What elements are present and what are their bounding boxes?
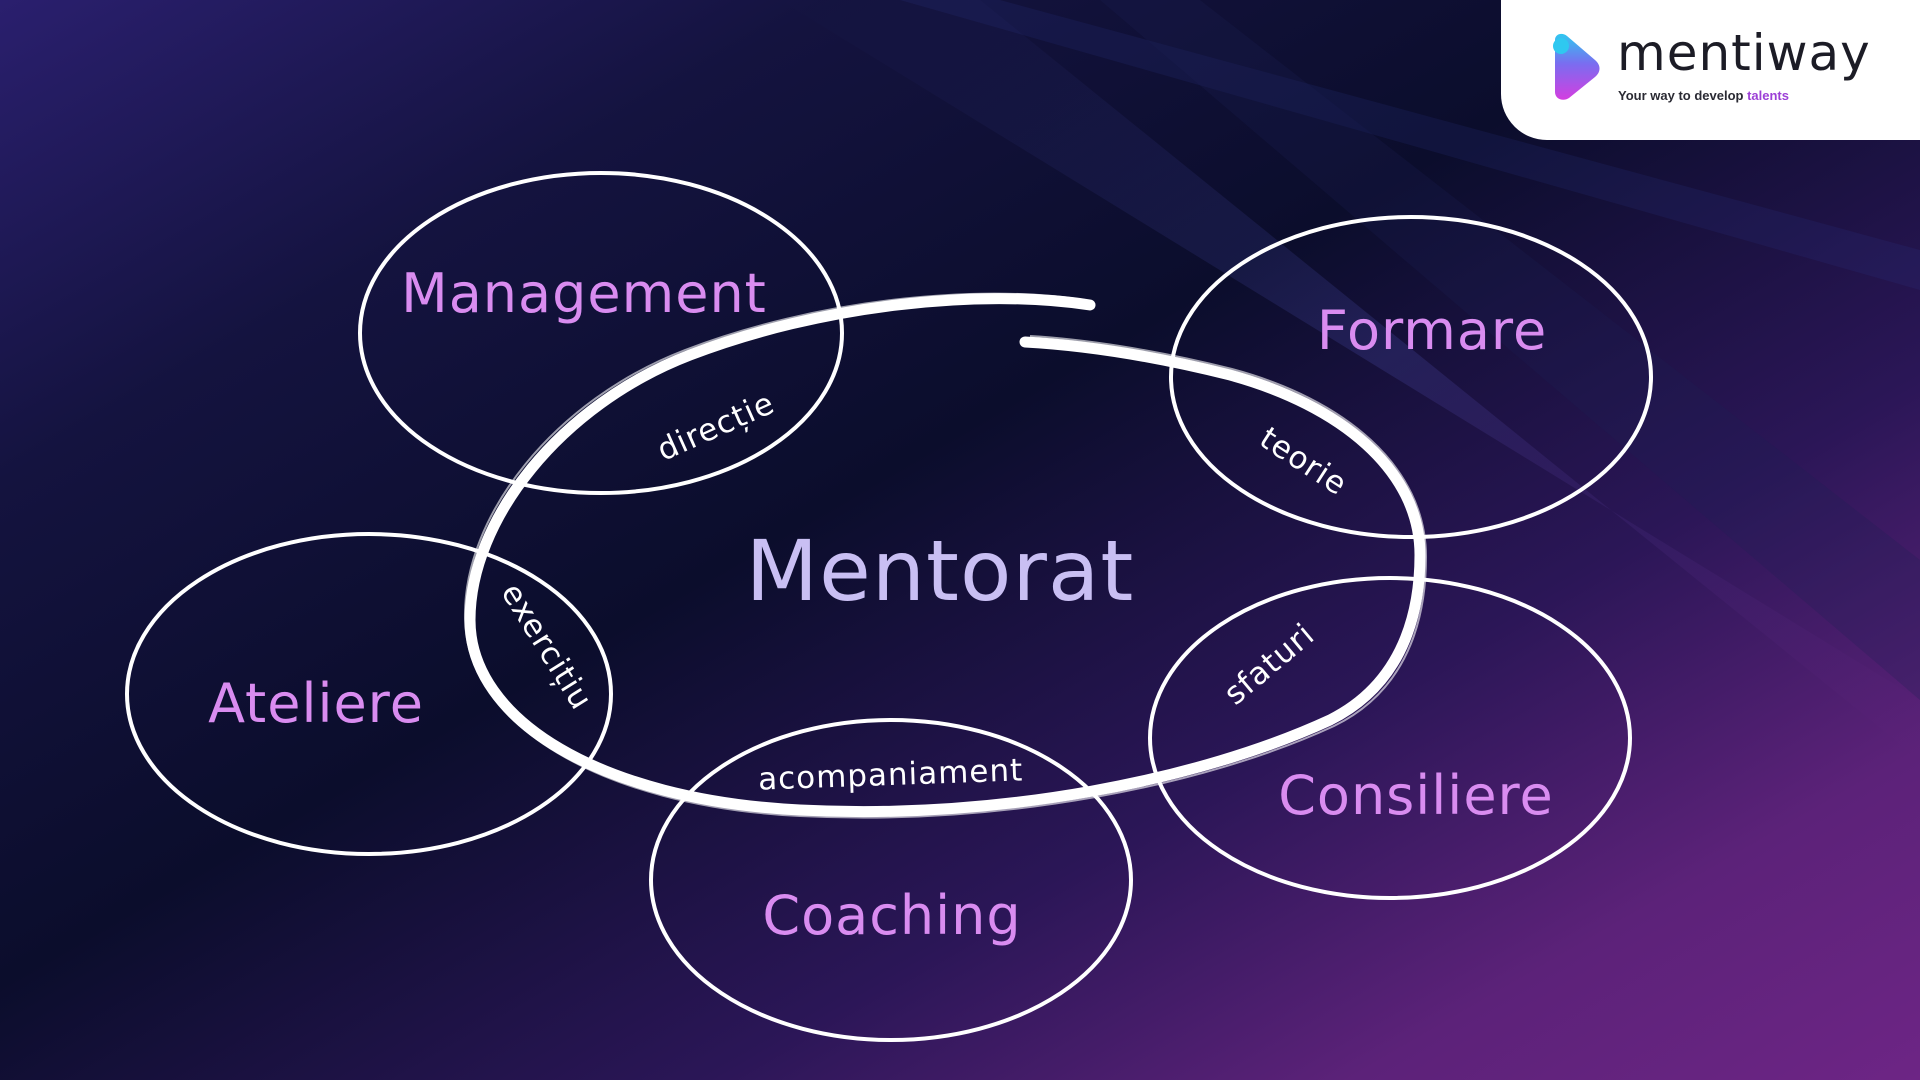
link-label-sfaturi: sfaturi bbox=[1217, 616, 1322, 712]
center-swirl bbox=[463, 292, 1428, 819]
link-label-directie: direcție bbox=[652, 385, 780, 468]
link-label-teorie: teorie bbox=[1253, 420, 1354, 503]
node-label-consiliere: Consiliere bbox=[1278, 764, 1554, 827]
node-label-management: Management bbox=[401, 262, 767, 325]
brand-name: mentiway bbox=[1617, 24, 1871, 82]
ring-coaching bbox=[649, 718, 1133, 1042]
tagline-accent: talents bbox=[1747, 88, 1789, 103]
brand-logo-card: mentiway Your way to develop talents bbox=[1501, 0, 1920, 140]
tagline-prefix: Your way to develop bbox=[1618, 88, 1744, 103]
node-label-coaching: Coaching bbox=[762, 884, 1021, 947]
center-label: Mentorat bbox=[746, 522, 1135, 620]
link-label-exercitiu: exercițiu bbox=[494, 577, 600, 717]
ring-formare bbox=[1169, 215, 1653, 539]
mentiway-mark-icon bbox=[1553, 33, 1600, 100]
node-label-ateliere: Ateliere bbox=[208, 672, 424, 735]
ring-management bbox=[358, 171, 844, 495]
node-label-formare: Formare bbox=[1317, 299, 1547, 362]
ring-consiliere bbox=[1148, 576, 1632, 900]
link-label-acompaniament: acompaniament bbox=[757, 752, 1023, 797]
ring-ateliere bbox=[125, 532, 613, 856]
brand-tagline: Your way to develop talents bbox=[1618, 88, 1789, 103]
